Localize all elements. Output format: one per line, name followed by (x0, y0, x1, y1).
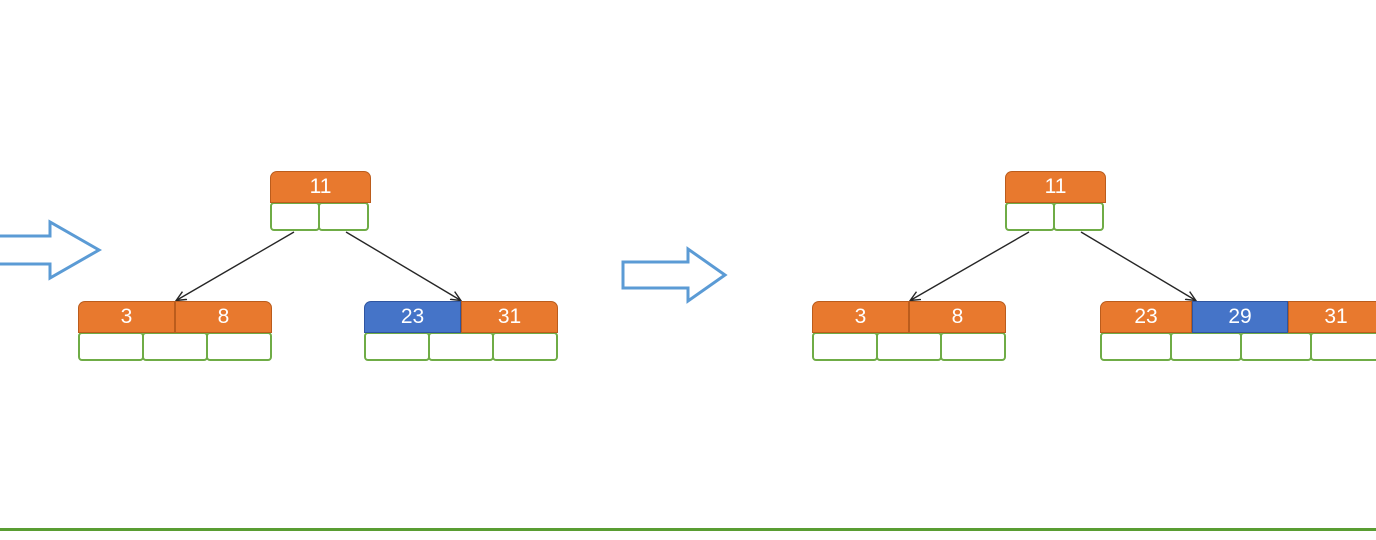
key-cell-23: 23 (1100, 301, 1192, 333)
link-root-to-left-leaf (911, 231, 1030, 300)
pointer-cell-0 (364, 332, 430, 361)
pointer-row (78, 332, 272, 361)
key-cell-23: 23 (364, 301, 461, 333)
pointer-cell-0 (812, 332, 878, 361)
pointer-cell-1 (876, 332, 942, 361)
key-cell-31: 31 (1288, 301, 1376, 333)
pointer-cell-1 (1053, 202, 1104, 231)
pointer-row (364, 332, 558, 361)
transition-arrow-middle (620, 246, 728, 304)
pointer-cell-2 (492, 332, 558, 361)
pointer-cell-1 (318, 202, 369, 231)
pointer-cell-2 (1240, 332, 1312, 361)
key-row: 11 (1005, 171, 1106, 203)
key-cell-3: 3 (78, 301, 175, 333)
bottom-divider (0, 528, 1376, 531)
key-cell-11: 11 (1005, 171, 1106, 203)
key-cell-11: 11 (270, 171, 371, 203)
link-root-to-right-leaf (1080, 231, 1195, 300)
root-node-before: 11 (270, 171, 371, 231)
pointer-row (1100, 332, 1376, 361)
key-cell-31: 31 (461, 301, 558, 333)
pointer-cell-1 (1170, 332, 1242, 361)
root-node-after: 11 (1005, 171, 1106, 231)
key-cell-29: 29 (1192, 301, 1288, 333)
pointer-cell-2 (940, 332, 1006, 361)
pointer-row (812, 332, 1006, 361)
transition-arrow-left (0, 219, 103, 281)
key-cell-8: 8 (175, 301, 272, 333)
pointer-cell-0 (78, 332, 144, 361)
pointer-cell-2 (206, 332, 272, 361)
pointer-cell-0 (270, 202, 320, 231)
pointer-row (270, 202, 371, 231)
pointer-cell-1 (142, 332, 208, 361)
pointer-cell-0 (1005, 202, 1055, 231)
pointer-cell-3 (1310, 332, 1376, 361)
key-cell-3: 3 (812, 301, 909, 333)
pointer-cell-1 (428, 332, 494, 361)
link-root-to-right-leaf (345, 231, 460, 300)
key-cell-8: 8 (909, 301, 1006, 333)
pointer-row (1005, 202, 1106, 231)
pointer-cell-0 (1100, 332, 1172, 361)
key-row: 11 (270, 171, 371, 203)
link-root-to-left-leaf (177, 231, 295, 300)
